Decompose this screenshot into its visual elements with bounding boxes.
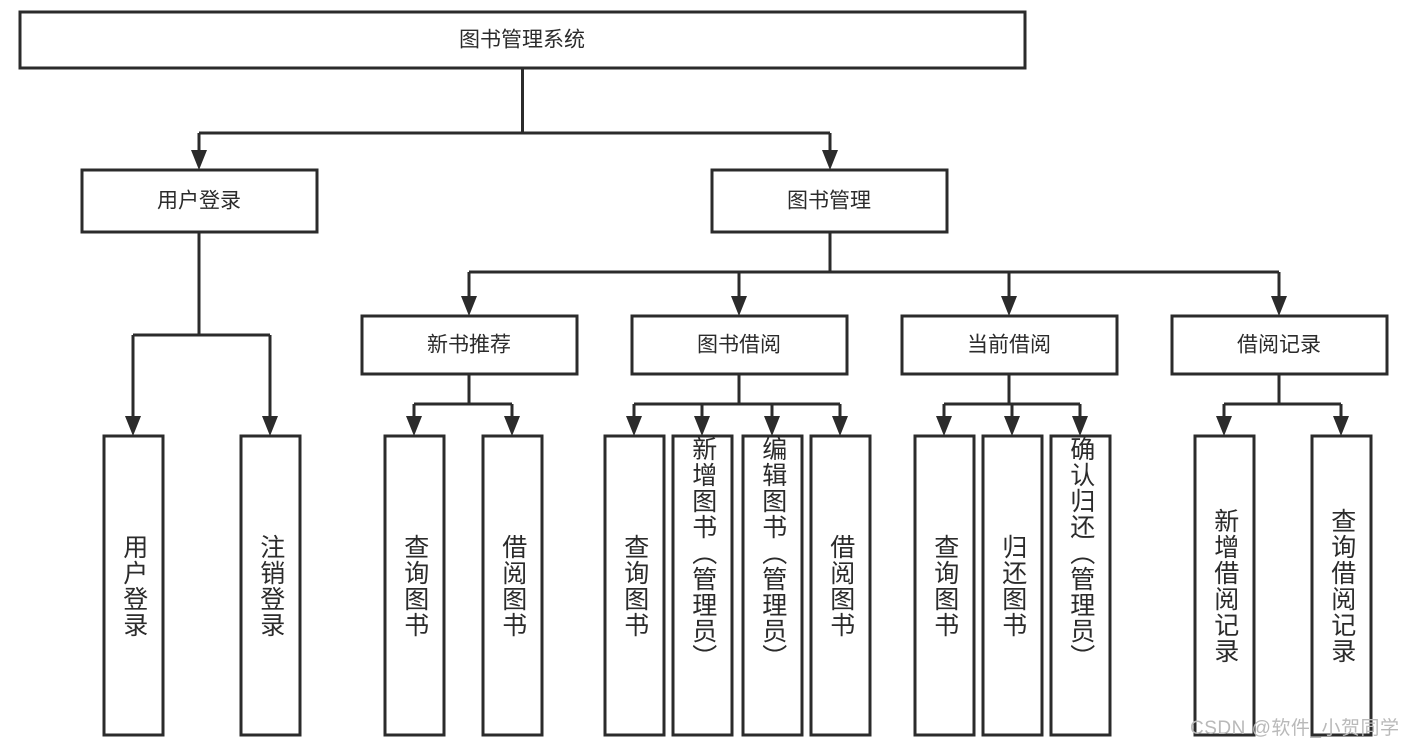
arrowhead-book-borrow [731, 296, 747, 316]
connector-group-new-book-rec [406, 374, 520, 436]
node-book-manage-label: 图书管理 [787, 190, 871, 213]
leaf-box-borrow-book-2[interactable] [809, 434, 872, 737]
leaf-box-query-book-1[interactable] [383, 434, 446, 737]
node-new-book-rec[interactable]: 新书推荐 [360, 314, 579, 376]
node-user-login[interactable]: 用户登录 [80, 168, 319, 234]
connector-group-book-borrow [626, 374, 848, 436]
node-current-borrow-label: 当前借阅 [967, 334, 1051, 357]
node-book-manage[interactable]: 图书管理 [710, 168, 949, 234]
leaf-box-add-record[interactable] [1193, 434, 1256, 737]
leaf-boxes-new-book-rec [383, 434, 544, 737]
leaf-box-query-book-2[interactable] [603, 434, 666, 737]
node-root-box[interactable] [18, 10, 1027, 70]
connector-group-borrow-record [1216, 374, 1349, 436]
arrowhead-leaf-add-book [694, 416, 710, 436]
leaf-box-borrow-book-1[interactable] [481, 434, 544, 737]
leaf-box-user-login[interactable] [102, 434, 165, 737]
node-book-borrow-label: 图书借阅 [697, 334, 781, 357]
connector-group-user-login [125, 232, 278, 436]
arrowhead-leaf-query-book-2 [626, 416, 642, 436]
node-book-borrow-box[interactable] [630, 314, 849, 376]
arrowhead-leaf-borrow-book-1 [504, 416, 520, 436]
leaf-box-return-book[interactable] [981, 434, 1044, 737]
node-current-borrow-box[interactable] [900, 314, 1119, 376]
leaf-box-query-book-3[interactable] [913, 434, 976, 737]
node-borrow-record[interactable]: 借阅记录 [1170, 314, 1389, 376]
arrowhead-user-login [191, 150, 207, 170]
node-book-manage-box[interactable] [710, 168, 949, 234]
connector-group-root [191, 68, 838, 170]
arrowhead-leaf-query-book-1 [406, 416, 422, 436]
arrowhead-borrow-record [1271, 296, 1287, 316]
leaf-boxes-borrow-record [1193, 434, 1373, 737]
node-user-login-box[interactable] [80, 168, 319, 234]
connector-group-current-borrow [936, 374, 1088, 436]
node-new-book-rec-box[interactable] [360, 314, 579, 376]
arrowhead-leaf-return-book [1004, 416, 1020, 436]
leaf-boxes-user-login [102, 434, 302, 737]
node-new-book-rec-label: 新书推荐 [427, 334, 511, 357]
arrowhead-leaf-user-login [125, 416, 141, 436]
node-borrow-record-box[interactable] [1170, 314, 1389, 376]
node-borrow-record-label: 借阅记录 [1237, 334, 1321, 357]
leaf-boxes-current-borrow [913, 434, 1112, 737]
node-current-borrow[interactable]: 当前借阅 [900, 314, 1119, 376]
leaf-box-query-record[interactable] [1310, 434, 1373, 737]
arrowhead-leaf-edit-book [764, 416, 780, 436]
arrowhead-leaf-query-record [1333, 416, 1349, 436]
arrowhead-leaf-borrow-book-2 [832, 416, 848, 436]
leaf-boxes-book-borrow [603, 434, 872, 737]
leaf-box-edit-book[interactable] [741, 434, 804, 737]
arrowhead-current-borrow [1001, 296, 1017, 316]
arrowhead-leaf-add-record [1216, 416, 1232, 436]
arrowhead-leaf-logout [262, 416, 278, 436]
arrowhead-leaf-query-book-3 [936, 416, 952, 436]
leaf-box-add-book[interactable] [671, 434, 734, 737]
leaf-box-confirm-return[interactable] [1049, 434, 1112, 737]
connector-group-book-manage [461, 232, 1287, 316]
arrowhead-new-book-rec [461, 296, 477, 316]
watermark-text: CSDN @软件_小贺同学 [1190, 718, 1400, 739]
node-root[interactable]: 图书管理系统 [18, 10, 1027, 70]
node-user-login-label: 用户登录 [157, 190, 241, 213]
arrowhead-leaf-confirm-return [1072, 416, 1088, 436]
node-book-borrow[interactable]: 图书借阅 [630, 314, 849, 376]
leaf-box-logout[interactable] [239, 434, 302, 737]
node-root-label: 图书管理系统 [459, 29, 585, 52]
arrowhead-book-manage [822, 150, 838, 170]
